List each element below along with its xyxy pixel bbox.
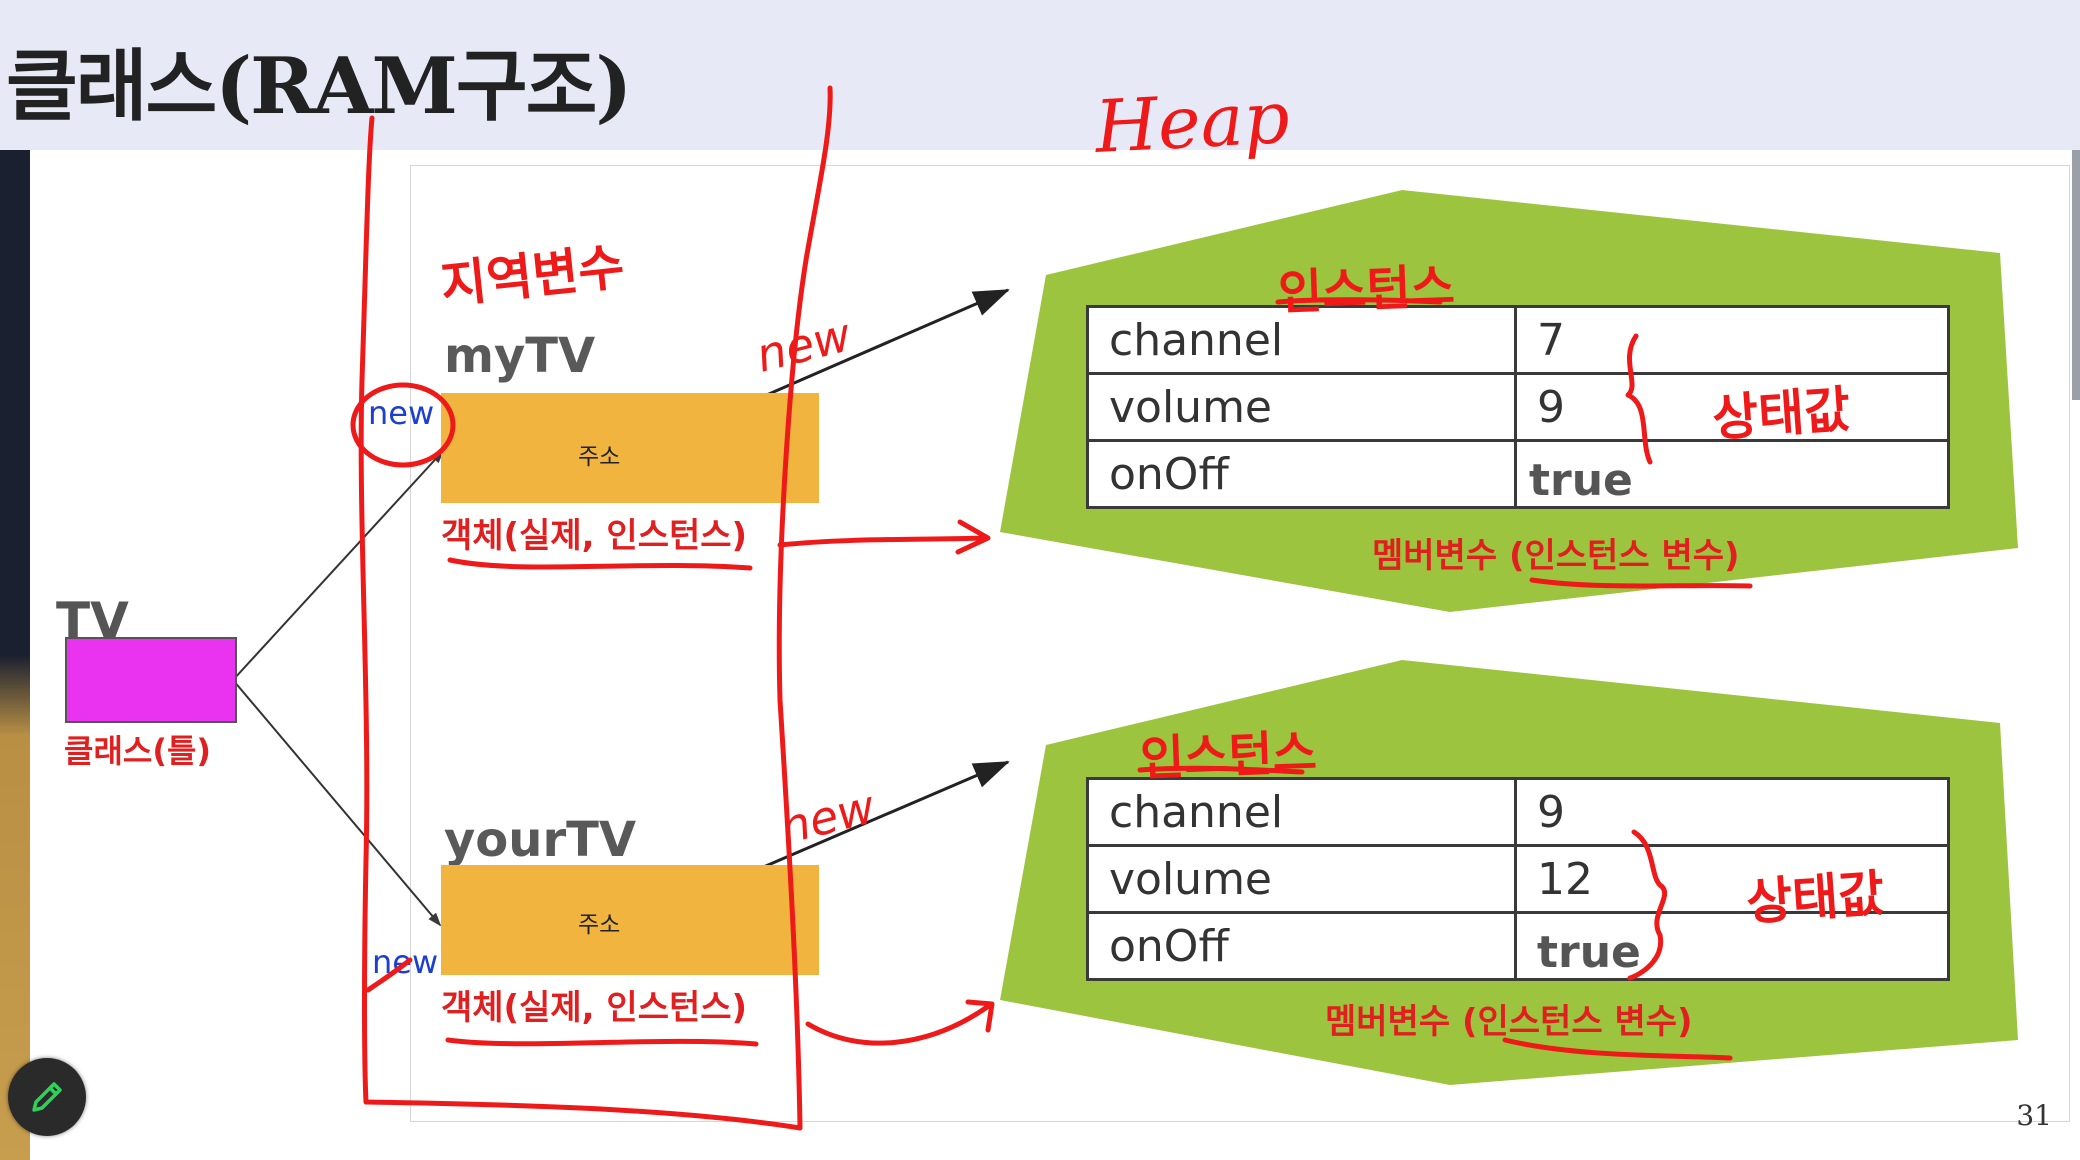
field-name: volume <box>1086 372 1517 442</box>
scrollbar[interactable] <box>2072 150 2080 400</box>
instance-annotation-1: 인스턴스 <box>1277 258 1456 322</box>
pen-tool-button[interactable] <box>8 1058 86 1136</box>
field-value: true <box>1514 439 1950 509</box>
field-value: 7 <box>1514 305 1950 375</box>
class-to-mytv-arrow <box>232 449 445 681</box>
table-row: onOff true <box>1086 911 1950 981</box>
address-box-mytv <box>441 393 819 503</box>
heap-arrow-1 <box>777 519 991 555</box>
heap-arrow-2 <box>805 999 995 1046</box>
object-underline-1 <box>447 557 753 571</box>
stack-region-outline <box>358 85 833 1131</box>
address-box-yourtv <box>441 865 819 975</box>
title-bar <box>0 0 2080 150</box>
class-to-yourtv-arrow <box>232 679 442 927</box>
member-variables-label-2: 멤버변수 (인스턴스 변수) <box>1325 1002 1693 1042</box>
field-name: onOff <box>1086 439 1517 509</box>
field-name: volume <box>1086 844 1517 914</box>
member-variables-label-1: 멤버변수 (인스턴스 변수) <box>1372 536 1740 576</box>
field-name: channel <box>1086 777 1517 847</box>
left-decoration <box>0 150 30 1160</box>
field-name: onOff <box>1086 911 1517 981</box>
object-label-yourtv: 객체(실제, 인스턴스) <box>441 988 748 1028</box>
address-label-mytv: 주소 <box>578 444 621 470</box>
variable-name-mytv: myTV <box>444 328 596 384</box>
instance-1-table: channel 7 volume 9 onOff true <box>1086 305 1950 509</box>
new-circle <box>350 382 456 468</box>
member-underline-2 <box>1502 1037 1733 1061</box>
state-bracket-2 <box>1627 829 1668 981</box>
table-row: channel 7 <box>1086 305 1950 375</box>
new-tick <box>365 957 413 993</box>
field-value: 9 <box>1514 777 1950 847</box>
pencil-icon <box>32 1082 62 1112</box>
state-value-annotation-2: 상태값 <box>1744 864 1887 932</box>
instance-underline-2 <box>1137 765 1305 775</box>
variable-name-yourtv: yourTV <box>444 812 636 868</box>
table-row: channel 9 <box>1086 777 1950 847</box>
table-row: volume 12 <box>1086 844 1950 914</box>
address-label-yourtv: 주소 <box>578 912 621 938</box>
class-label: 클래스(틀) <box>64 732 212 770</box>
new-keyword-mytv: new <box>368 394 435 432</box>
heap-annotation: Heap <box>1092 74 1292 170</box>
member-underline-1 <box>1529 577 1753 589</box>
field-value: true <box>1514 911 1950 981</box>
instance-annotation-2: 인스턴스 <box>1139 724 1318 788</box>
page-number: 31 <box>2016 1099 2052 1132</box>
table-row: volume 9 <box>1086 372 1950 442</box>
object-label-mytv: 객체(실제, 인스턴스) <box>441 516 748 556</box>
class-box <box>65 637 237 723</box>
state-value-annotation-1: 상태값 <box>1710 380 1853 448</box>
field-value: 12 <box>1514 844 1950 914</box>
state-bracket-1 <box>1625 333 1653 465</box>
table-row: onOff true <box>1086 439 1950 509</box>
instance-underline-1 <box>1275 297 1443 305</box>
object-underline-2 <box>445 1037 759 1047</box>
field-name: channel <box>1086 305 1517 375</box>
field-value: 9 <box>1514 372 1950 442</box>
instance-2-table: channel 9 volume 12 onOff true <box>1086 777 1950 981</box>
slide-title: 클래스(RAM구조) <box>6 41 632 132</box>
